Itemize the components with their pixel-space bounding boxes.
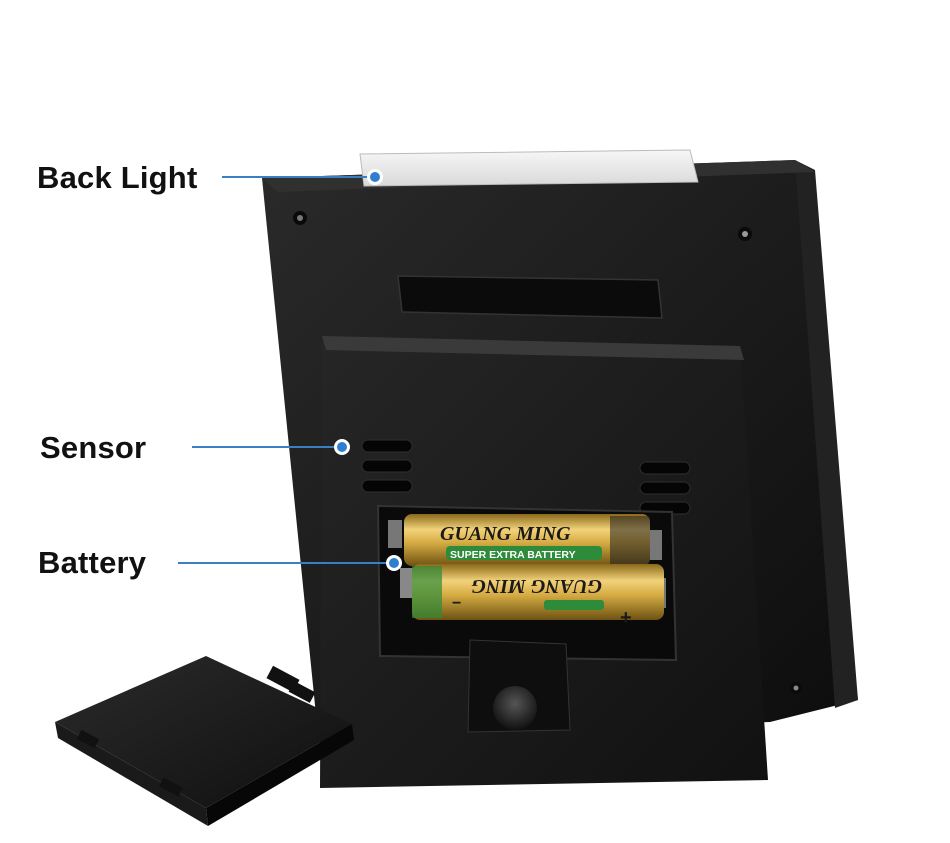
- battery-minus-label: −: [452, 595, 461, 612]
- back-light-label: Back Light: [37, 160, 198, 195]
- callout-battery-pointer: [178, 555, 402, 571]
- sensor-vents-left: [361, 439, 413, 493]
- battery-top-subtitle: SUPER EXTRA BATTERY: [450, 549, 576, 561]
- battery-top: GUANG MING SUPER EXTRA BATTERY: [404, 514, 650, 566]
- callout-sensor-pointer: [192, 439, 350, 455]
- battery-bottom-brand: GUANG MING: [471, 575, 602, 597]
- battery-bottom: GUANG MING − +: [412, 564, 664, 629]
- callout-back-light-pointer: [222, 169, 383, 185]
- sensor-label: Sensor: [40, 430, 147, 465]
- back-light-button: [359, 149, 699, 187]
- battery-plus-label: +: [620, 607, 632, 629]
- battery-top-brand: GUANG MING: [440, 523, 571, 545]
- sensor-vents-right: [639, 461, 691, 515]
- rear-slot: [397, 275, 663, 319]
- battery-label: Battery: [38, 545, 147, 580]
- battery-cover: [55, 656, 354, 826]
- stand-hinge: [467, 639, 571, 733]
